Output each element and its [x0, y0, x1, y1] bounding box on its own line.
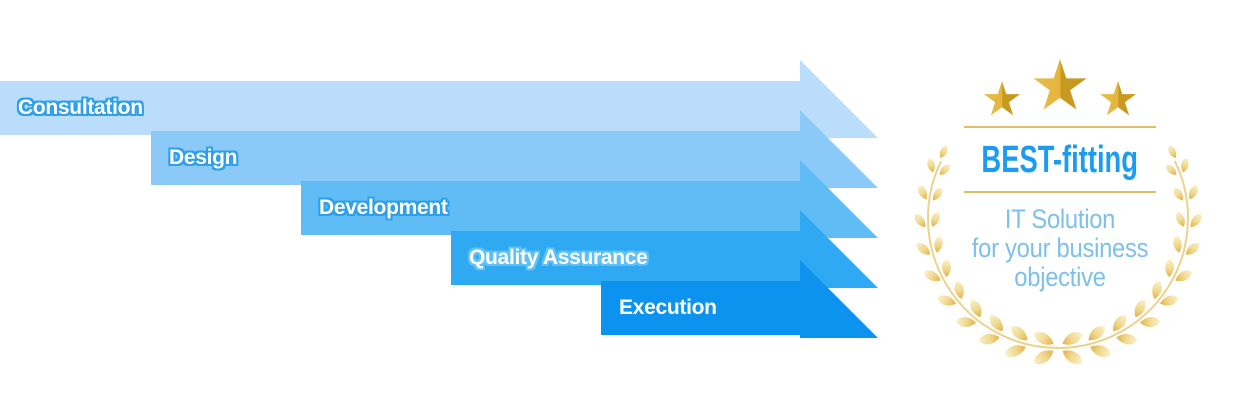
process-step-label: Quality Assurance	[469, 246, 648, 269]
process-step-consultation: Consultation	[0, 81, 800, 135]
process-step-label: Design	[169, 146, 238, 169]
process-step-execution: Execution	[601, 281, 800, 335]
tagline-line: for your business	[971, 233, 1149, 263]
tagline-line: IT Solution	[1004, 204, 1116, 234]
badge-tagline: IT Solution for your business objective	[937, 205, 1183, 292]
process-step-label: Consultation	[18, 96, 143, 119]
star-icon	[1033, 59, 1087, 110]
process-step-quality-assurance: Quality Assurance	[451, 231, 800, 285]
process-step-label: Execution	[619, 296, 717, 319]
best-fitting-badge: BEST-fitting IT Solution for your busine…	[914, 50, 1202, 380]
laurel-wreath-icon	[914, 145, 1202, 365]
tagline-line: objective	[1014, 262, 1106, 292]
process-step-label: Development	[319, 196, 448, 219]
gold-divider-top	[964, 126, 1156, 128]
star-icon	[1099, 81, 1137, 116]
gold-divider-bottom	[964, 191, 1156, 193]
star-icon	[983, 81, 1021, 116]
three-stars-icon	[983, 59, 1137, 116]
badge-title: BEST-fitting	[981, 139, 1139, 181]
process-step-development: Development	[301, 181, 800, 235]
process-step-design: Design	[151, 131, 800, 185]
